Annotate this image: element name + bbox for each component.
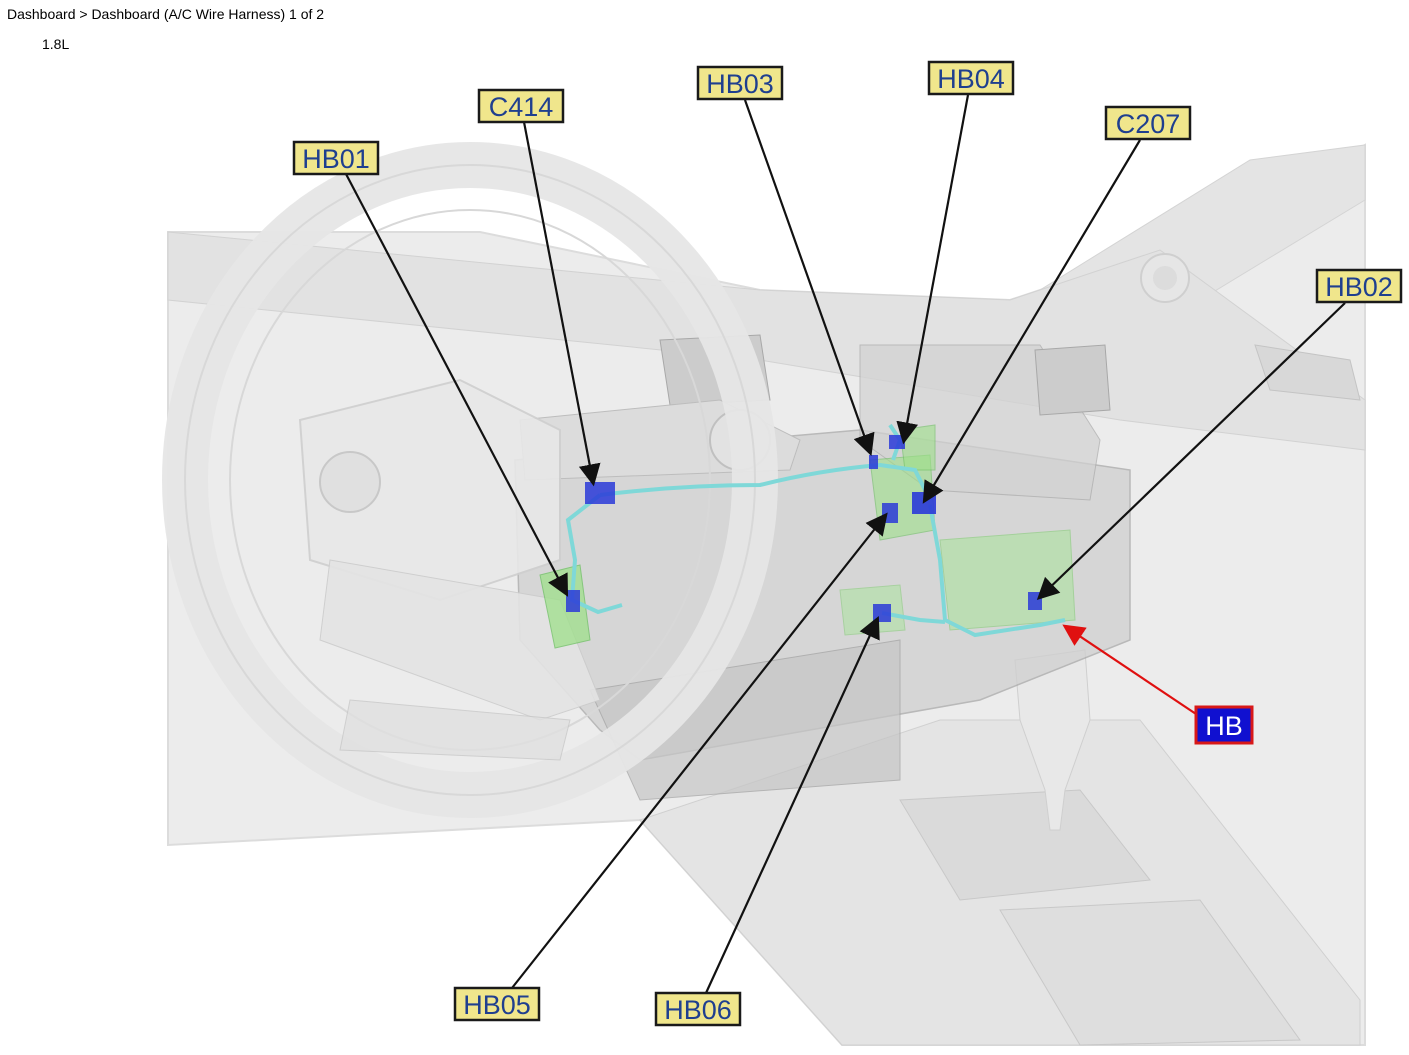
- connector-hb03: [869, 455, 878, 469]
- callout-c207: C207: [1104, 105, 1192, 141]
- leader-hb: [1062, 624, 1197, 715]
- callout-c414: C414: [477, 88, 565, 124]
- leader-hb05: [511, 512, 888, 989]
- callout-hb02-text: HB02: [1325, 272, 1393, 302]
- leader-hb02: [1036, 302, 1346, 601]
- callout-hb04: HB04: [927, 60, 1015, 96]
- leader-lines: [345, 94, 1346, 994]
- callout-hb05: HB05: [453, 986, 541, 1022]
- callout-hb-text: HB: [1205, 711, 1243, 741]
- connector-hb05: [882, 503, 898, 523]
- callout-hb04-text: HB04: [937, 64, 1005, 94]
- connector-hb02: [1028, 592, 1042, 610]
- engine-variant-label: 1.8L: [42, 36, 70, 52]
- callout-hb05-text: HB05: [463, 990, 531, 1020]
- callout-hb01: HB01: [292, 140, 380, 176]
- callout-hb01-text: HB01: [302, 144, 370, 174]
- leader-hb04: [896, 94, 970, 445]
- connector-c207: [912, 492, 936, 514]
- callout-hb: HB: [1194, 705, 1254, 745]
- dashboard-illustration: [162, 142, 1366, 1046]
- callout-hb03: HB03: [696, 65, 784, 101]
- callout-c207-text: C207: [1116, 109, 1181, 139]
- callout-c414-text: C414: [489, 92, 554, 122]
- connector-hb01: [566, 590, 580, 612]
- leader-hb01: [345, 173, 569, 597]
- leader-hb06: [705, 616, 880, 994]
- leader-c414: [522, 121, 601, 487]
- callout-hb03-text: HB03: [706, 69, 774, 99]
- connector-hb04: [889, 435, 905, 449]
- connector-hb06: [873, 604, 891, 622]
- callout-hb02: HB02: [1315, 268, 1403, 304]
- leader-c207: [922, 139, 1141, 504]
- callout-hb06-text: HB06: [664, 995, 732, 1025]
- breadcrumb: Dashboard > Dashboard (A/C Wire Harness)…: [7, 6, 325, 22]
- connector-c414: [585, 482, 615, 504]
- callout-hb06: HB06: [654, 991, 742, 1027]
- leader-hb03: [743, 99, 875, 457]
